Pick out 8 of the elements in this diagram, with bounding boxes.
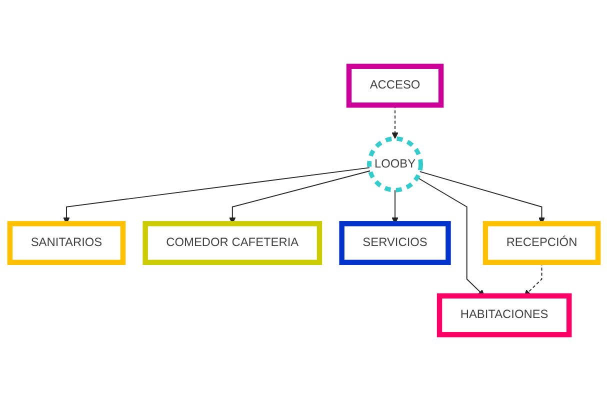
node-box: RECEPCIÓN	[482, 221, 600, 265]
node-box: SERVICIOS	[338, 221, 450, 265]
node-box: ACCESO	[346, 64, 444, 108]
node-box: SANITARIOS	[6, 221, 126, 265]
node-box: HABITACIONES	[436, 293, 572, 338]
arrow	[391, 104, 398, 139]
node-box: COMEDOR CAFETERIA	[142, 221, 322, 265]
node-circle: LOOBY	[366, 136, 422, 192]
